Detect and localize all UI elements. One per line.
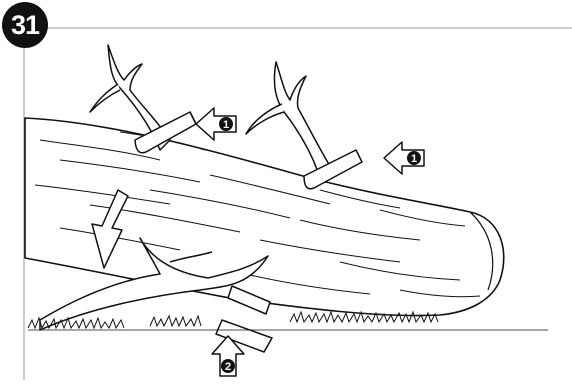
callout-badge-1b: 1: [407, 151, 421, 165]
branch-right: [246, 62, 330, 172]
step-number-badge: 31: [2, 2, 48, 48]
callout-label-1a: 1: [223, 119, 229, 131]
callout-label-2: 2: [225, 361, 231, 373]
callout-label-1b: 1: [411, 153, 417, 165]
grass: [28, 312, 548, 330]
callout-badge-2: 2: [221, 359, 235, 373]
log: [25, 118, 504, 316]
callout-badge-1a: 1: [219, 117, 233, 131]
